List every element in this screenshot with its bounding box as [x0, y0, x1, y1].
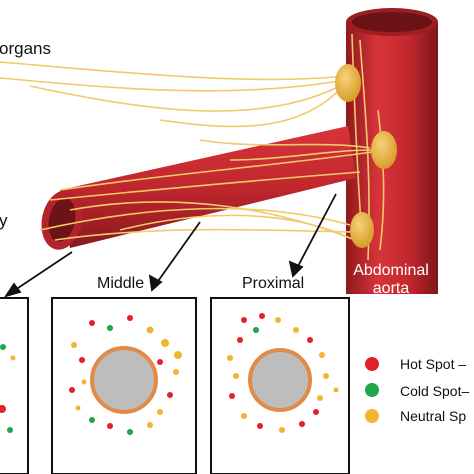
legend-label-cold: Cold Spot–	[400, 383, 470, 399]
abdominal-aorta	[346, 8, 438, 294]
label-middle: Middle	[97, 275, 145, 292]
legend-label-hot: Hot Spot –	[400, 356, 467, 372]
ganglion-middle	[371, 131, 397, 169]
label-aorta-line1: Abdominal	[353, 262, 429, 279]
legend	[365, 357, 379, 423]
legend-dot-cold	[365, 383, 379, 397]
legend-dot-neutral	[365, 409, 379, 423]
label-proximal: Proximal	[242, 275, 305, 292]
panel-distal	[0, 297, 29, 474]
pointer-arrows	[3, 193, 337, 298]
ganglion-lower	[350, 212, 374, 248]
label-left-cut: y	[0, 211, 8, 230]
panel-proximal	[210, 297, 350, 474]
label-organs: organs	[0, 39, 51, 58]
legend-label-neutral: Neutral Sp	[400, 408, 467, 424]
panel-middle	[51, 297, 197, 474]
label-abdominal-aorta: Abdominal aorta	[353, 262, 429, 298]
ganglion-upper	[335, 64, 361, 102]
legend-dot-hot	[365, 357, 379, 371]
label-aorta-line2: aorta	[372, 280, 410, 297]
